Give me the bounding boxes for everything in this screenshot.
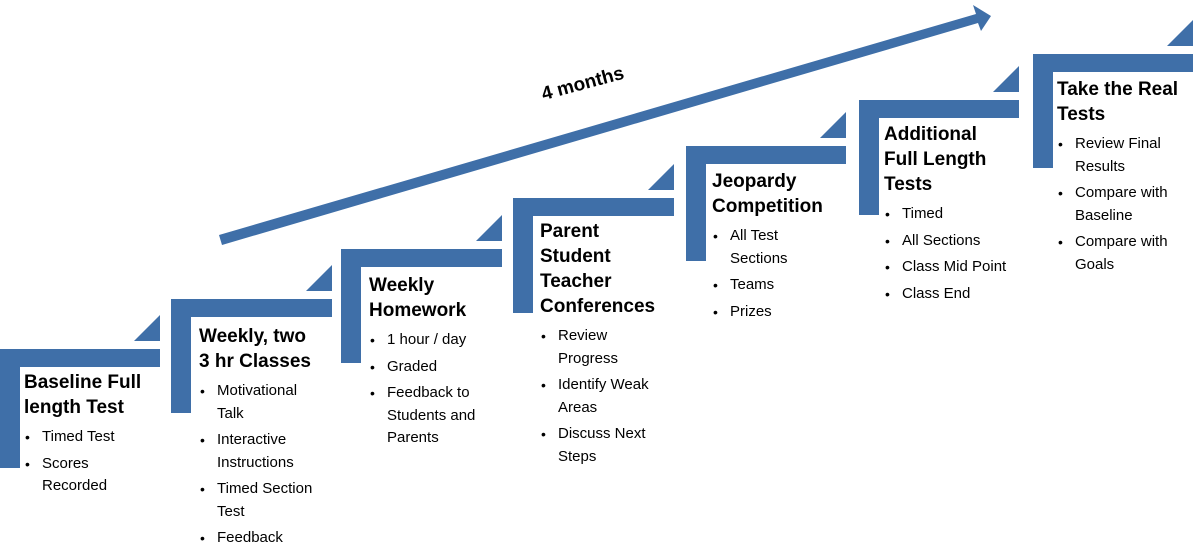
step-bullets: Motivational Talk Interactive Instructio…	[199, 380, 344, 550]
bullet-item: Feedback to Students and Parents	[369, 382, 514, 450]
bullet-item: Graded	[369, 356, 514, 379]
bullet-item: All Sections	[884, 230, 1029, 253]
bullet-item: All Test Sections	[712, 225, 857, 270]
bullet-item: Timed Section Test	[199, 478, 344, 523]
step-title: Take the Real Tests	[1057, 79, 1179, 125]
bullet-item: Interactive Instructions	[199, 429, 344, 474]
bullet-item: Scores Recorded	[24, 453, 169, 498]
step-title: Baseline Full length Test	[24, 372, 142, 418]
bullet-item: Identify Weak Areas	[540, 374, 685, 419]
step-bar-4	[513, 198, 674, 313]
bullet-item: Timed	[884, 203, 1029, 226]
step-bar-7	[1033, 54, 1193, 168]
step-baseline-test: Baseline Full length Test Timed Test Sco…	[24, 370, 169, 502]
bullet-item: Motivational Talk	[199, 380, 344, 425]
step-title: Jeopardy Competition	[712, 171, 823, 217]
step-corner-triangle-6	[993, 66, 1019, 92]
step-weekly-homework: Weekly Homework 1 hour / day Graded Feed…	[369, 273, 514, 454]
step-bullets: 1 hour / day Graded Feedback to Students…	[369, 329, 514, 450]
bullet-item: 1 hour / day	[369, 329, 514, 352]
step-title: Additional Full Length Tests	[884, 124, 987, 195]
step-bullets: Timed Test Scores Recorded	[24, 426, 169, 498]
bullet-item: Feedback	[199, 527, 344, 550]
bullet-item: Review Progress	[540, 325, 685, 370]
step-bar-1	[0, 349, 160, 468]
step-bullets: Timed All Sections Class Mid Point Class…	[884, 203, 1029, 305]
bullet-item: Class End	[884, 283, 1029, 306]
step-bar-3	[341, 249, 502, 363]
step-shapes	[0, 20, 1193, 468]
step-conferences: Parent Student Teacher Conferences Revie…	[540, 219, 685, 472]
step-corner-triangle-7	[1167, 20, 1193, 46]
step-additional-tests: Additional Full Length Tests Timed All S…	[884, 122, 1029, 309]
bullet-item: Teams	[712, 274, 857, 297]
step-real-tests: Take the Real Tests Review Final Results…	[1057, 77, 1197, 280]
step-bar-5	[686, 146, 846, 261]
step-title: Weekly Homework	[369, 275, 467, 321]
step-corner-triangle-5	[820, 112, 846, 138]
step-bullets: Review Progress Identify Weak Areas Disc…	[540, 325, 685, 468]
step-weekly-classes: Weekly, two 3 hr Classes Motivational Ta…	[199, 324, 344, 554]
step-corner-triangle-1	[134, 315, 160, 341]
bullet-item: Prizes	[712, 301, 857, 324]
bullet-item: Discuss Next Steps	[540, 423, 685, 468]
step-title: Weekly, two 3 hr Classes	[199, 326, 311, 372]
step-title: Parent Student Teacher Conferences	[540, 221, 656, 317]
step-corner-triangle-4	[648, 164, 674, 190]
bullet-item: Compare with Goals	[1057, 231, 1197, 276]
step-bar-2	[171, 299, 332, 413]
step-bullets: Review Final Results Compare with Baseli…	[1057, 133, 1197, 276]
step-corner-triangle-3	[476, 215, 502, 241]
step-bar-6	[859, 100, 1019, 215]
bullet-item: Class Mid Point	[884, 256, 1029, 279]
bullet-item: Review Final Results	[1057, 133, 1197, 178]
bullet-item: Timed Test	[24, 426, 169, 449]
bullet-item: Compare with Baseline	[1057, 182, 1197, 227]
timeline-arrow	[219, 5, 991, 245]
step-bullets: All Test Sections Teams Prizes	[712, 225, 857, 323]
step-jeopardy: Jeopardy Competition All Test Sections T…	[712, 169, 857, 327]
step-corner-triangle-2	[306, 265, 332, 291]
